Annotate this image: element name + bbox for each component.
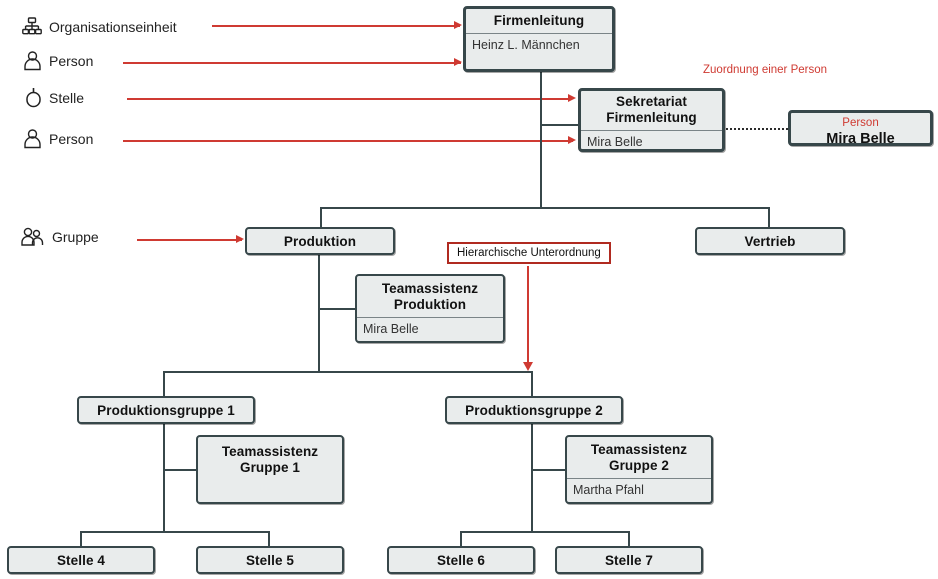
node-person: [198, 480, 342, 486]
node-title: Produktionsgruppe 2: [465, 403, 603, 418]
node-firmenleitung[interactable]: Firmenleitung Heinz L. Männchen: [463, 6, 615, 72]
node-title-line2: Firmenleitung: [606, 110, 697, 125]
hierarchy-arrow-line: [527, 266, 529, 364]
node-title: Firmenleitung: [493, 13, 585, 28]
legend-arrow-line-4: [123, 140, 573, 142]
node-title: Stelle 7: [604, 553, 654, 568]
legend-arrow-head-5: [236, 235, 244, 243]
person-icon: [23, 129, 42, 149]
connector-bus-stellen-right: [460, 531, 630, 533]
node-divider: [581, 130, 722, 131]
legend-arrow-line-1: [212, 25, 460, 27]
node-title: Teamassistenz Produktion: [357, 276, 503, 317]
legend-arrow-head-1: [454, 21, 462, 29]
connector-drop-gruppe1: [163, 371, 165, 396]
legend-label: Person: [49, 131, 94, 147]
node-person: Mira Belle: [363, 322, 419, 336]
person-card-name: Mira Belle: [826, 131, 895, 147]
annotation-hierarchische-unterordnung: Hierarchische Unterordnung: [447, 242, 611, 264]
person-card-type: Person: [842, 117, 879, 129]
group-icon: [21, 227, 45, 247]
connector-drop-stelle7: [628, 531, 630, 547]
connector-produktion-trunk: [318, 255, 320, 372]
connector-gruppe2-trunk: [531, 424, 533, 532]
legend-label: Organisationseinheit: [49, 18, 177, 35]
node-stelle-7[interactable]: Stelle 7: [555, 546, 703, 574]
legend-item-gruppe: Gruppe: [21, 227, 99, 247]
node-title: Stelle 4: [56, 553, 106, 568]
node-teamassistenz-gruppe-1[interactable]: Teamassistenz Gruppe 1: [196, 435, 344, 504]
connector-bus-gruppen: [163, 371, 533, 373]
node-person: Martha Pfahl: [573, 483, 644, 497]
connector-drop-stelle6: [460, 531, 462, 547]
node-title-line1: Sekretariat: [616, 94, 687, 109]
node-title: Sekretariat Firmenleitung: [581, 91, 722, 130]
node-title: Stelle 5: [245, 553, 295, 568]
node-stelle-5[interactable]: Stelle 5: [196, 546, 344, 574]
legend-arrow-line-2: [123, 62, 461, 64]
legend-label: Person: [49, 53, 94, 69]
legend-item-stelle: Stelle: [25, 87, 84, 108]
connector-produktion-teamassistenz: [318, 308, 358, 310]
node-title: Produktionsgruppe 1: [97, 403, 235, 418]
node-title-line2: Gruppe 2: [608, 458, 670, 473]
node-sekretariat-firmenleitung[interactable]: Sekretariat Firmenleitung Mira Belle: [578, 88, 725, 152]
node-title-line1: Teamassistenz: [221, 444, 319, 459]
connector-bus-stellen-left: [80, 531, 270, 533]
node-stelle-6[interactable]: Stelle 6: [387, 546, 535, 574]
node-title: Teamassistenz Gruppe 1: [198, 437, 342, 480]
legend-arrow-head-2: [454, 58, 462, 66]
legend-arrow-head-3: [568, 94, 576, 102]
connector-gruppe1-trunk: [163, 424, 165, 532]
node-produktion[interactable]: Produktion: [245, 227, 395, 255]
position-icon: [25, 87, 42, 108]
legend-label: Stelle: [49, 89, 85, 106]
connector-firmenleitung-sekretariat: [540, 124, 580, 126]
connector-drop-stelle4: [80, 531, 82, 547]
node-teamassistenz-produktion[interactable]: Teamassistenz Produktion Mira Belle: [355, 274, 505, 343]
legend-item-person-1: Person: [23, 51, 93, 71]
annotation-zuordnung-einer-person: Zuordnung einer Person: [703, 64, 828, 76]
legend-label: Gruppe: [52, 229, 99, 245]
node-title-line1: Teamassistenz: [590, 442, 688, 457]
node-divider: [466, 33, 612, 34]
connector-drop-stelle5: [268, 531, 270, 547]
org-unit-icon: [22, 17, 42, 36]
node-produktionsgruppe-2[interactable]: Produktionsgruppe 2: [445, 396, 623, 424]
node-teamassistenz-gruppe-2[interactable]: Teamassistenz Gruppe 2 Martha Pfahl: [565, 435, 713, 504]
node-person: Mira Belle: [587, 135, 643, 149]
connector-bus-top: [320, 207, 770, 209]
legend-item-organisationseinheit: Organisationseinheit: [22, 17, 177, 36]
node-title-line2: Produktion: [393, 297, 467, 312]
node-divider: [357, 317, 503, 318]
node-title: Stelle 6: [436, 553, 486, 568]
hierarchy-arrow-head: [523, 362, 533, 371]
person-card-mira-belle[interactable]: Person Mira Belle: [788, 110, 933, 147]
node-title: Produktion: [283, 234, 357, 249]
legend-arrow-line-3: [127, 98, 572, 100]
connector-gruppe2-teamassistenz: [531, 469, 566, 471]
person-icon: [23, 51, 42, 71]
node-title: Teamassistenz Gruppe 2: [567, 437, 711, 478]
connector-drop-produktion: [320, 207, 322, 229]
legend-item-person-2: Person: [23, 129, 93, 149]
connector-person-assignment: [726, 128, 788, 130]
connector-firmenleitung-trunk: [540, 72, 542, 208]
node-person: Heinz L. Männchen: [472, 38, 580, 52]
connector-drop-gruppe2: [531, 371, 533, 396]
node-produktionsgruppe-1[interactable]: Produktionsgruppe 1: [77, 396, 255, 424]
legend-arrow-line-5: [137, 239, 242, 241]
connector-gruppe1-teamassistenz: [163, 469, 198, 471]
node-stelle-4[interactable]: Stelle 4: [7, 546, 155, 574]
connector-drop-vertrieb: [768, 207, 770, 229]
node-divider: [567, 478, 711, 479]
node-title-line2: Gruppe 1: [239, 460, 301, 475]
node-title: Vertrieb: [744, 234, 796, 249]
node-title-line1: Teamassistenz: [381, 281, 479, 296]
node-vertrieb[interactable]: Vertrieb: [695, 227, 845, 255]
legend-arrow-head-4: [568, 136, 576, 144]
